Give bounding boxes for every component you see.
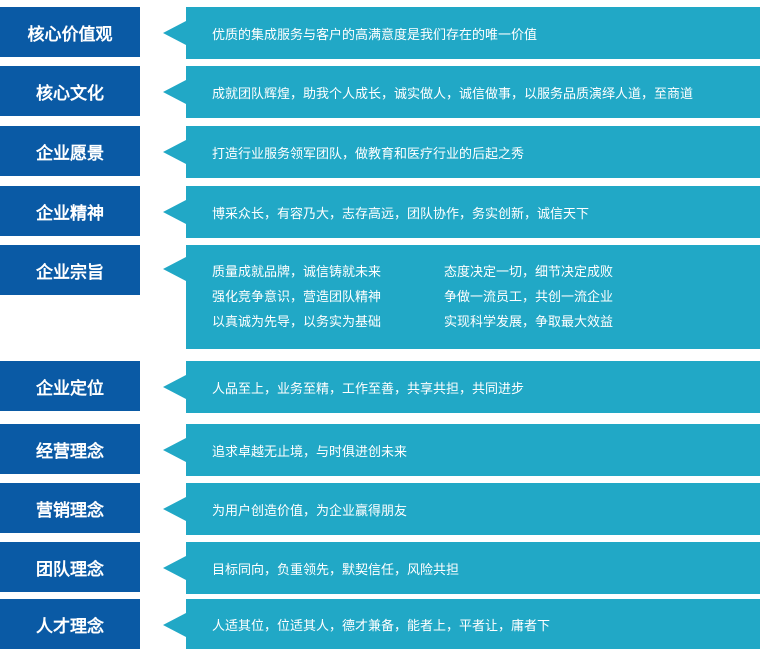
- row-text-panel: 打造行业服务领军团队，做教育和医疗行业的后起之秀: [186, 126, 760, 178]
- row-label: 企业精神: [0, 186, 140, 236]
- row-text: 追求卓越无止境，与时俱进创未来: [212, 444, 408, 460]
- arrow-pointer: [163, 21, 186, 45]
- row-text: 人适其位，位适其人，德才兼备，能者上，平者让，庸者下: [212, 618, 551, 634]
- row-text: 为用户创造价值，为企业赢得朋友: [212, 503, 408, 519]
- row-text-panel: 人适其位，位适其人，德才兼备，能者上，平者让，庸者下: [186, 599, 760, 649]
- purpose-line: 质量成就品牌，诚信铸就未来: [212, 265, 382, 280]
- row-text-panel: 为用户创造价值，为企业赢得朋友: [186, 483, 760, 535]
- row-text-panel: 成就团队辉煌，助我个人成长，诚实做人，诚信做事，以服务品质演绎人道，至商道: [186, 66, 760, 118]
- row-label: 团队理念: [0, 542, 140, 592]
- arrow-pointer: [163, 497, 186, 521]
- purpose-line: 实现科学发展，争取最大效益: [444, 315, 614, 330]
- purpose-line: 以真诚为先导，以务实为基础: [212, 315, 382, 330]
- arrow-pointer: [163, 438, 186, 462]
- row-text-panel: 追求卓越无止境，与时俱进创未来: [186, 424, 760, 476]
- row-label: 企业宗旨: [0, 245, 140, 295]
- row-label: 人才理念: [0, 599, 140, 649]
- row-text: 打造行业服务领军团队，做教育和医疗行业的后起之秀: [212, 146, 525, 162]
- arrow-pointer: [163, 257, 186, 281]
- purpose-line: 态度决定一切，细节决定成败: [444, 265, 614, 280]
- row-text-panel: 博采众长，有容乃大，志存高远，团队协作，务实创新，诚信天下: [186, 186, 760, 238]
- row-text: 目标同向，负重领先，默契信任，风险共担: [212, 562, 460, 578]
- row-text: 成就团队辉煌，助我个人成长，诚实做人，诚信做事，以服务品质演绎人道，至商道: [212, 86, 694, 102]
- row-text: 优质的集成服务与客户的高满意度是我们存在的唯一价值: [212, 27, 538, 43]
- row-label: 营销理念: [0, 483, 140, 533]
- arrow-pointer: [163, 200, 186, 224]
- arrow-pointer: [163, 613, 186, 637]
- row-label: 经营理念: [0, 424, 140, 474]
- arrow-pointer: [163, 80, 186, 104]
- row-text: 博采众长，有容乃大，志存高远，团队协作，务实创新，诚信天下: [212, 206, 590, 222]
- row-label: 核心文化: [0, 66, 140, 116]
- row-text-panel: 质量成就品牌，诚信铸就未来 态度决定一切，细节决定成败 强化竞争意识，营造团队精…: [186, 245, 760, 349]
- row-text-panel: 人品至上，业务至精，工作至善，共享共担，共同进步: [186, 361, 760, 413]
- arrow-pointer: [163, 556, 186, 580]
- row-text: 人品至上，业务至精，工作至善，共享共担，共同进步: [212, 381, 525, 397]
- row-label: 企业愿景: [0, 126, 140, 176]
- purpose-lines: 质量成就品牌，诚信铸就未来 态度决定一切，细节决定成败 强化竞争意识，营造团队精…: [212, 245, 684, 330]
- row-label: 企业定位: [0, 361, 140, 411]
- arrow-pointer: [163, 140, 186, 164]
- arrow-pointer: [163, 375, 186, 399]
- purpose-line: 强化竞争意识，营造团队精神: [212, 290, 382, 305]
- row-text-panel: 优质的集成服务与客户的高满意度是我们存在的唯一价值: [186, 7, 760, 59]
- row-text-panel: 目标同向，负重领先，默契信任，风险共担: [186, 542, 760, 594]
- purpose-line: 争做一流员工，共创一流企业: [444, 290, 614, 305]
- row-label: 核心价值观: [0, 7, 140, 57]
